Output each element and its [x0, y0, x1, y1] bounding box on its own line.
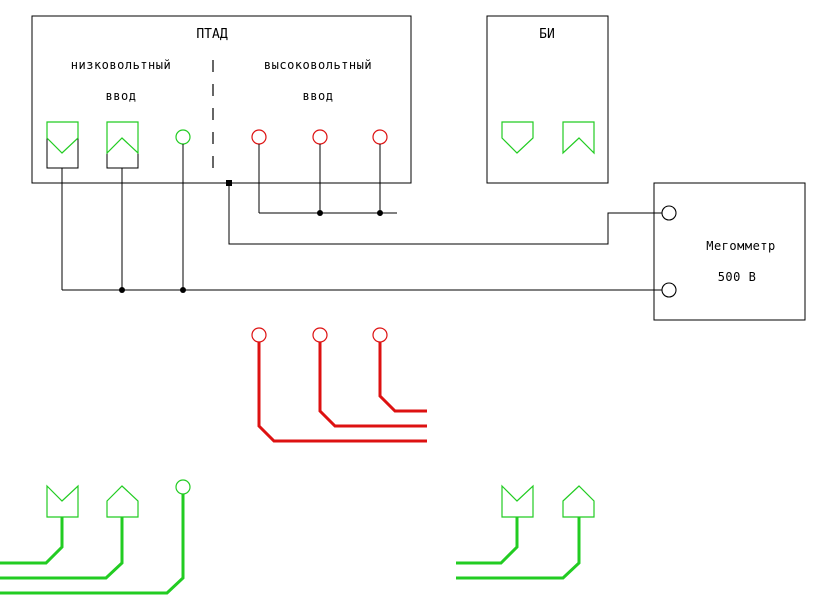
lv-cable-group-left — [0, 479, 191, 595]
hv-cable-1 — [257, 342, 427, 443]
hv-lead-terminal-1 — [251, 327, 267, 343]
lv-cable-2 — [0, 517, 124, 580]
ground-terminal-green — [175, 129, 191, 145]
low-voltage-label-line2: ввод — [106, 89, 137, 103]
megger-voltage: 500 В — [718, 270, 757, 284]
hv-lead-terminal-2 — [312, 327, 328, 343]
megger-label: Мегомметр — [706, 239, 776, 253]
megger-terminal-bottom — [661, 282, 677, 298]
hv-terminal-3 — [372, 129, 388, 145]
megger-block: Мегомметр 500 В — [653, 182, 806, 321]
high-voltage-label-line1: высоковольтный — [264, 58, 372, 72]
measurement-wiring — [61, 144, 662, 291]
lv-cable-3 — [0, 494, 185, 595]
hv-cable-group — [251, 327, 427, 443]
lv-lead-socket — [46, 484, 79, 518]
hv-terminal-1 — [251, 129, 267, 145]
megger-terminal-top — [661, 205, 677, 221]
hv-cable-3 — [378, 342, 427, 413]
connector-socket-1 — [46, 121, 79, 169]
hv-terminal-2 — [312, 129, 328, 145]
bi-lead-socket — [501, 484, 534, 518]
hv-lead-terminal-3 — [372, 327, 388, 343]
ptad-block: ПТАД низковольтный ввод высоковольтный в… — [31, 15, 412, 184]
bi-lead-plug — [562, 485, 595, 518]
lv-lead-plug — [106, 485, 139, 518]
junction-dots — [119, 180, 383, 293]
bi-connector-socket — [501, 121, 534, 154]
bi-cable-1 — [456, 517, 519, 565]
hv-cable-2 — [318, 342, 427, 428]
high-voltage-label-line2: ввод — [303, 89, 334, 103]
bi-title: БИ — [539, 27, 555, 42]
megger-frame — [653, 182, 806, 321]
ptad-title: ПТАД — [196, 27, 227, 42]
lv-cable-group-right — [456, 484, 595, 580]
ptad-frame — [31, 15, 412, 184]
lv-lead-ground-terminal — [175, 479, 191, 495]
bi-block: БИ — [486, 15, 609, 184]
low-voltage-label-line1: низковольтный — [71, 58, 171, 72]
bi-frame — [486, 15, 609, 184]
bi-cable-2 — [456, 517, 581, 580]
bi-connector-plug — [562, 121, 595, 155]
connector-plug-1 — [106, 121, 139, 169]
lv-cable-1 — [0, 517, 64, 565]
